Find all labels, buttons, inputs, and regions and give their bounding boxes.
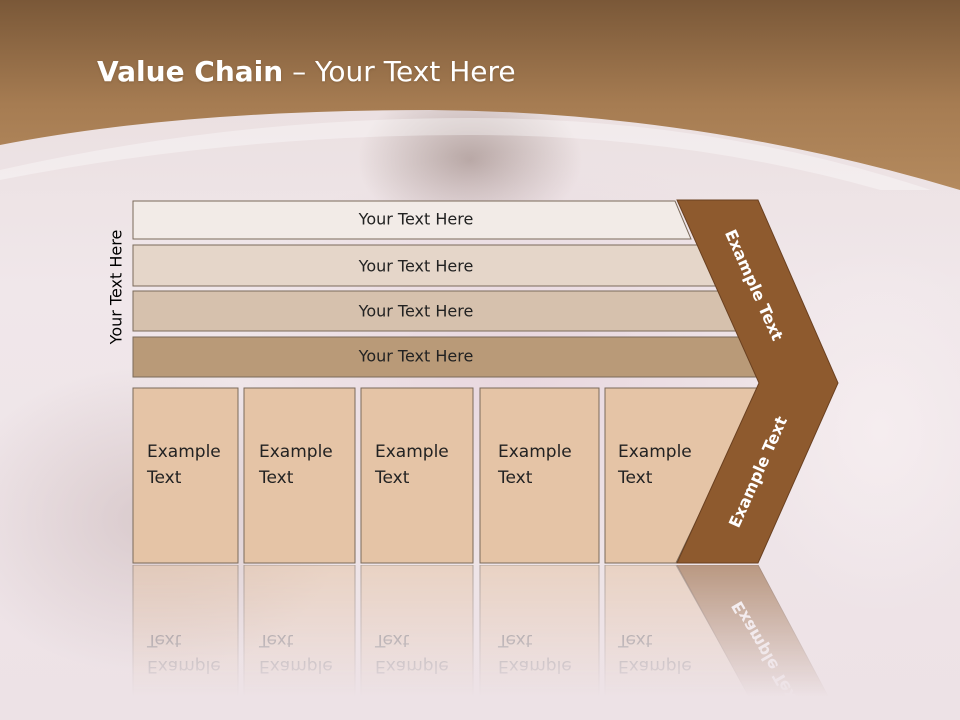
refl-box-label-3: Example Text <box>375 630 449 676</box>
box-2 <box>243 387 356 564</box>
refl-box-1 <box>132 565 239 716</box>
box-label-5: Example Text <box>618 442 692 488</box>
title-rest: – Your Text Here <box>283 55 516 88</box>
refl-box-label-4: Example Text <box>498 630 572 676</box>
box-label-2: Example Text <box>259 442 333 488</box>
box-1 <box>132 387 239 564</box>
box-label-4: Example Text <box>498 442 572 488</box>
row-label-2: Your Text Here <box>358 256 474 276</box>
refl-chevron <box>676 565 839 716</box>
row-label-1: Your Text Here <box>358 209 474 229</box>
box-label-1: Example Text <box>147 442 221 488</box>
row-label-3: Your Text Here <box>358 301 474 321</box>
refl-box-label-5: Example Text <box>618 630 692 676</box>
box-5 <box>604 387 761 564</box>
reflection: Example Text Example Text Example Text E… <box>0 565 960 720</box>
box-label-3: Example Text <box>375 442 449 488</box>
refl-box-4 <box>479 565 600 716</box>
refl-box-label-1: Example Text <box>147 630 221 676</box>
refl-box-2 <box>243 565 356 716</box>
refl-box-label-2: Example Text <box>259 630 333 676</box>
reflection-shapes <box>132 565 839 716</box>
page-title: Value Chain – Your Text Here <box>97 55 516 88</box>
title-bold: Value Chain <box>97 55 284 88</box>
box-4 <box>479 387 600 564</box>
row-bar-1 <box>132 200 692 240</box>
box-3 <box>360 387 474 564</box>
chevron-arrow <box>676 199 839 564</box>
refl-box-3 <box>360 565 474 716</box>
header-banner <box>0 0 960 190</box>
row-label-4: Your Text Here <box>358 346 474 366</box>
